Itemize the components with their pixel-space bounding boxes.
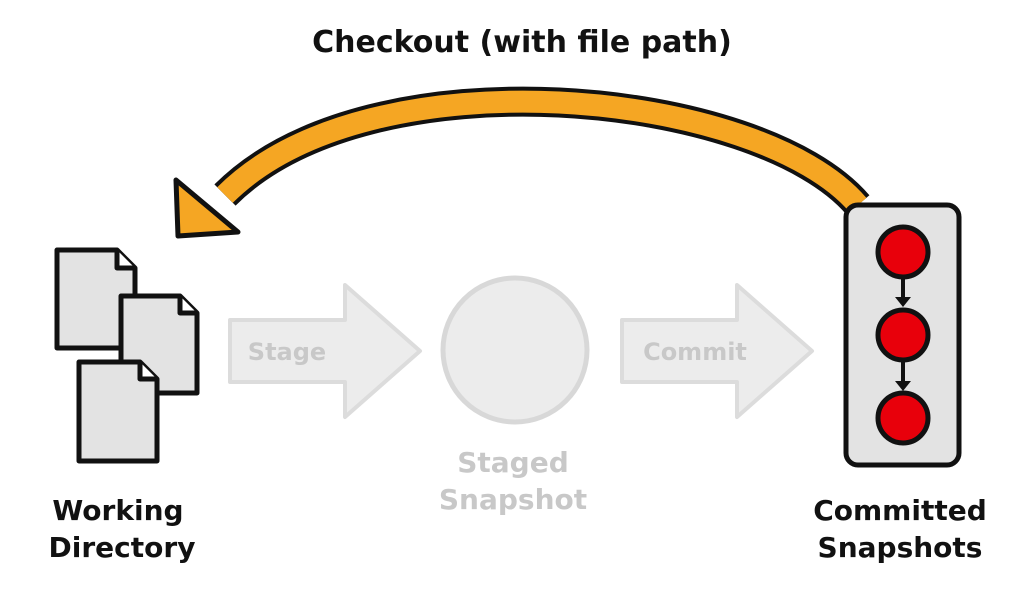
staged-snapshot-label: Staged <box>457 446 569 479</box>
commit-dot-icon <box>875 307 931 363</box>
committed-snapshots <box>843 202 962 468</box>
working-directory-label-2: Directory <box>49 531 196 564</box>
committed-snapshots-label: Committed <box>813 494 987 527</box>
file-icon <box>76 359 160 464</box>
commit-arrow: Commit <box>620 283 814 419</box>
working-directory-label: Working <box>52 494 183 527</box>
staged-snapshot-label-2: Snapshot <box>439 483 587 516</box>
working-directory-files-icon <box>54 247 200 464</box>
checkout-arrow <box>173 86 870 239</box>
diagram-title: Checkout (with file path) <box>312 25 732 60</box>
commit-label: Commit <box>643 338 747 366</box>
stage-arrow: Stage <box>228 283 422 419</box>
checkout-arrowhead-icon <box>173 177 241 239</box>
commit-dot-icon <box>875 390 931 446</box>
committed-snapshots-label-2: Snapshots <box>818 531 983 564</box>
stage-label: Stage <box>248 338 326 366</box>
commit-dot-icon <box>875 224 931 280</box>
staged-snapshot: Staged Snapshot <box>439 275 590 516</box>
staged-snapshot-circle-icon <box>440 275 590 425</box>
